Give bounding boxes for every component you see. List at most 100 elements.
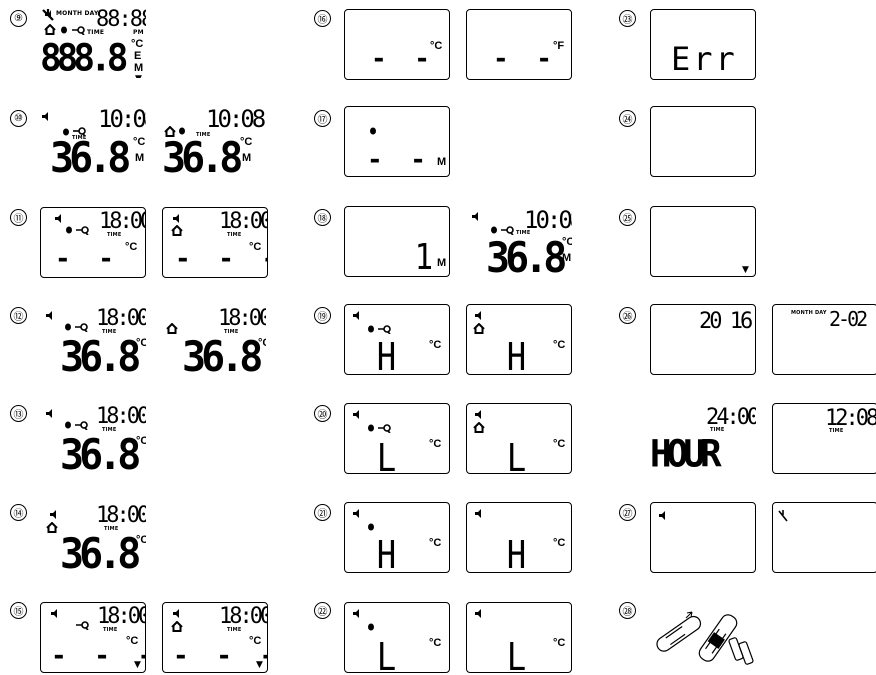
lcd-16-left: - - - °C (344, 9, 450, 80)
dot-icon (367, 523, 375, 531)
all-segments-temp: 888.8 (40, 37, 123, 78)
clock-digits: 18:00 (96, 404, 146, 429)
probe-icon (377, 423, 391, 433)
celsius-label: °C (429, 339, 441, 351)
temp-digits: 36.8 (50, 134, 126, 177)
dot-icon (367, 424, 375, 432)
lcd-18-left: 1 M (344, 206, 450, 277)
sound-icon (475, 410, 483, 419)
dashes: - - - (175, 244, 268, 274)
step-number-10: ⑩ (10, 110, 27, 127)
sound-icon (42, 112, 50, 121)
celsius-label: °C (430, 40, 442, 52)
dot-icon (490, 226, 498, 234)
high-indicator: H (377, 335, 396, 375)
pm-label: PM (133, 29, 144, 36)
step-number-15: ⑮ (10, 602, 27, 619)
dot-icon (64, 323, 72, 331)
clock-digits: 18:00 (96, 503, 146, 528)
lcd-26-clock: 12:08 TIME (772, 403, 876, 474)
memory-label: M (437, 257, 446, 269)
clock-digits: 18:00 (96, 306, 146, 331)
celsius-label: °C (258, 337, 266, 349)
sound-icon (353, 311, 361, 320)
celsius-label: °C (136, 435, 146, 447)
celsius-label: °C (553, 438, 565, 450)
lcd-22-left: L °C (344, 602, 450, 673)
lcd-20-left: L °C (344, 403, 450, 474)
celsius-label: °C (562, 236, 572, 248)
dot-icon (65, 226, 73, 234)
step-number-27: ㉗ (619, 504, 636, 521)
temp-digits: 36.8 (60, 333, 136, 376)
lcd-15-left: 18:00 TIME °C - - - ▼ (40, 602, 146, 673)
clock-digits: 18:00 (219, 604, 268, 629)
high-indicator: H (377, 533, 396, 573)
step-number-20: ⑳ (314, 405, 331, 422)
step-number-16: ⑯ (314, 10, 331, 27)
temp-digits: 36.8 (162, 134, 238, 177)
lcd-27-sound-on (650, 502, 756, 573)
dashes: - - - (55, 244, 146, 274)
sound-icon (475, 311, 483, 320)
step-number-25: ㉕ (619, 209, 636, 226)
battery-replacement-illustration (648, 598, 758, 670)
dot-icon (367, 325, 375, 333)
lcd-26-date: MONTH DAY 2-02 (772, 304, 876, 375)
lcd-21-left: H °C (344, 502, 450, 573)
lcd-17: - - - M (344, 106, 450, 177)
lcd-16-right: - - - °F (466, 9, 572, 80)
month-day-label: MONTH DAY (791, 310, 827, 316)
celsius-label: °C (133, 136, 145, 148)
year-digits: 20 16 (699, 309, 750, 334)
sound-icon (659, 511, 667, 520)
probe-icon (377, 324, 391, 334)
celsius-label: °C (136, 337, 146, 349)
mute-icon (41, 8, 55, 22)
clock-digits: 18:00 (97, 604, 146, 629)
high-indicator: H (507, 335, 526, 375)
lcd-all-segments: MONTH DAY 88:88 TIME PM 888.8 °C E M ▼ (40, 7, 146, 78)
lcd-25: ▼ (650, 206, 756, 277)
sound-icon (46, 409, 54, 418)
lcd-11-right: 18:00 TIME °C - - - (162, 207, 268, 278)
down-arrow-icon: ▼ (256, 660, 263, 670)
lcd-14: 18:00 TIME 36.8 °C (40, 502, 146, 573)
month-day-label: MONTH DAY (56, 10, 99, 17)
low-indicator: L (507, 635, 526, 673)
dot-icon (64, 421, 72, 429)
time-label: TIME (103, 627, 117, 633)
celsius-label: °C (553, 339, 565, 351)
lcd-23: Err (650, 9, 756, 80)
lcd-18-right: 10:08 TIME 36.8 °C M (466, 206, 572, 277)
memory-label: M (437, 156, 446, 168)
e-label: E (134, 50, 141, 62)
probe-icon (75, 225, 89, 235)
step-number-23: ㉓ (619, 10, 636, 27)
sound-icon (353, 609, 361, 618)
step-number-28: ㉘ (619, 602, 636, 619)
down-arrow-icon: ▼ (134, 660, 141, 670)
clock-digits: 18:00 (218, 306, 266, 331)
memory-label: M (134, 62, 143, 74)
temp-digits: 36.8 (60, 431, 136, 474)
probe-icon (71, 25, 85, 35)
home-icon (166, 323, 178, 334)
temp-digits: 36.8 (182, 333, 258, 376)
sound-icon (55, 214, 63, 223)
memory-label: M (135, 152, 144, 164)
low-indicator: L (507, 436, 526, 474)
lcd-10-left: 10:08 TIME 36.8 °C M (40, 106, 146, 177)
lcd-15-right: 18:00 TIME °C - - - ▼ (162, 602, 268, 673)
fahrenheit-label: °F (553, 40, 564, 52)
lcd-26-hour: 24:00 TIME HOUR (650, 403, 756, 474)
clock-digits: 10:08 (98, 106, 146, 133)
home-icon (473, 422, 485, 433)
lcd-22-right: L °C (466, 602, 572, 673)
celsius-label: °C (553, 537, 565, 549)
lcd-27-sound-off (772, 502, 876, 573)
home-icon (46, 522, 58, 533)
dot-icon (369, 127, 377, 135)
sound-icon (353, 509, 361, 518)
step-number-9: ⑨ (10, 10, 27, 27)
